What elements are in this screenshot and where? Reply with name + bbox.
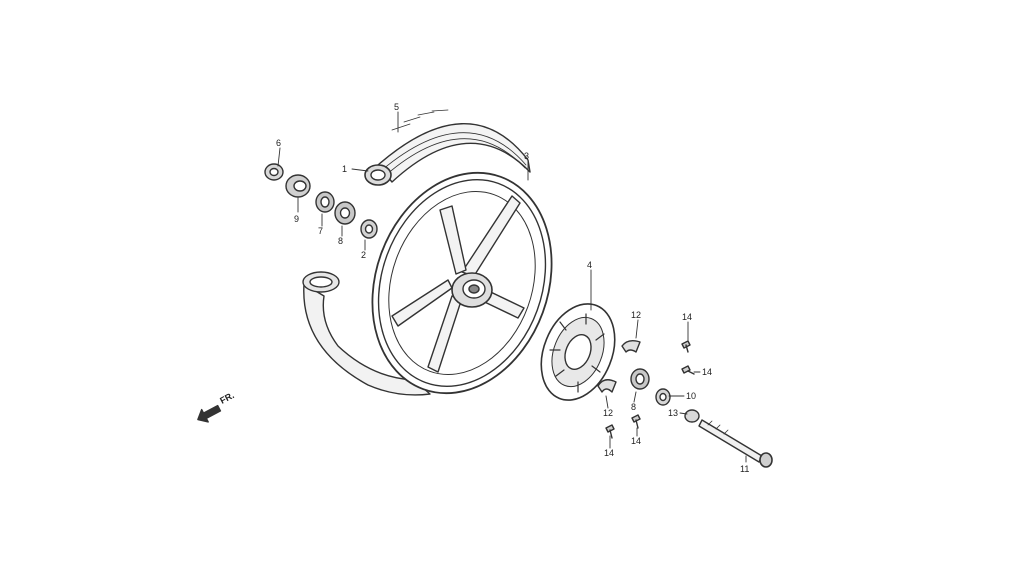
callout-tire: 5 (394, 102, 399, 112)
clip-bottom (597, 379, 617, 393)
wheel (371, 171, 553, 395)
callout-bolt-low-b: 14 (631, 436, 641, 446)
callout-dust-seal: 9 (294, 214, 299, 224)
bolt-low-b (631, 414, 641, 429)
callout-wheel: 3 (524, 151, 529, 161)
callout-bearing-left-a: 7 (318, 226, 323, 236)
seal-right (655, 388, 671, 406)
callout-bolt-low-a: 14 (604, 448, 614, 458)
callout-spacer: 2 (361, 250, 366, 260)
wheel-spoke (439, 205, 467, 275)
callout-collar-right: 13 (668, 408, 678, 418)
front-arrow-icon (197, 404, 222, 423)
callout-clip-bottom: 12 (603, 408, 613, 418)
clip-top (621, 339, 641, 353)
callout-brake-disc: 4 (587, 260, 592, 270)
callout-seal-right: 10 (686, 391, 696, 401)
callout-bearing-left-b: 8 (338, 236, 343, 246)
callout-bearing-right: 8 (631, 402, 636, 412)
bearing-left-b (334, 201, 356, 225)
collar-left (264, 163, 284, 181)
callout-labels: 5 1 3 6 9 7 8 2 4 12 14 14 8 10 12 13 14… (276, 102, 749, 474)
front-indicator-label: FR. (218, 390, 235, 406)
dust-seal-left (285, 174, 311, 198)
callout-clip-top: 12 (631, 310, 641, 320)
axle (698, 419, 773, 468)
callout-collar-left: 6 (276, 138, 281, 148)
bearing-left-a (315, 191, 335, 213)
bearing-right (630, 368, 650, 390)
spacer (360, 219, 378, 239)
collar-right (684, 409, 700, 423)
callout-bolt-mid: 14 (702, 367, 712, 377)
bolt-low-a (605, 424, 615, 439)
wheel-spoke (391, 279, 453, 327)
callout-axle: 11 (740, 464, 749, 474)
tire (364, 109, 531, 186)
callout-bolt-top: 14 (682, 312, 692, 322)
bolt-mid (681, 365, 695, 375)
callout-inner-tube: 1 (342, 164, 347, 174)
brake-disc (540, 303, 616, 401)
bolt-top (681, 340, 691, 353)
leader-lines (277, 111, 747, 463)
